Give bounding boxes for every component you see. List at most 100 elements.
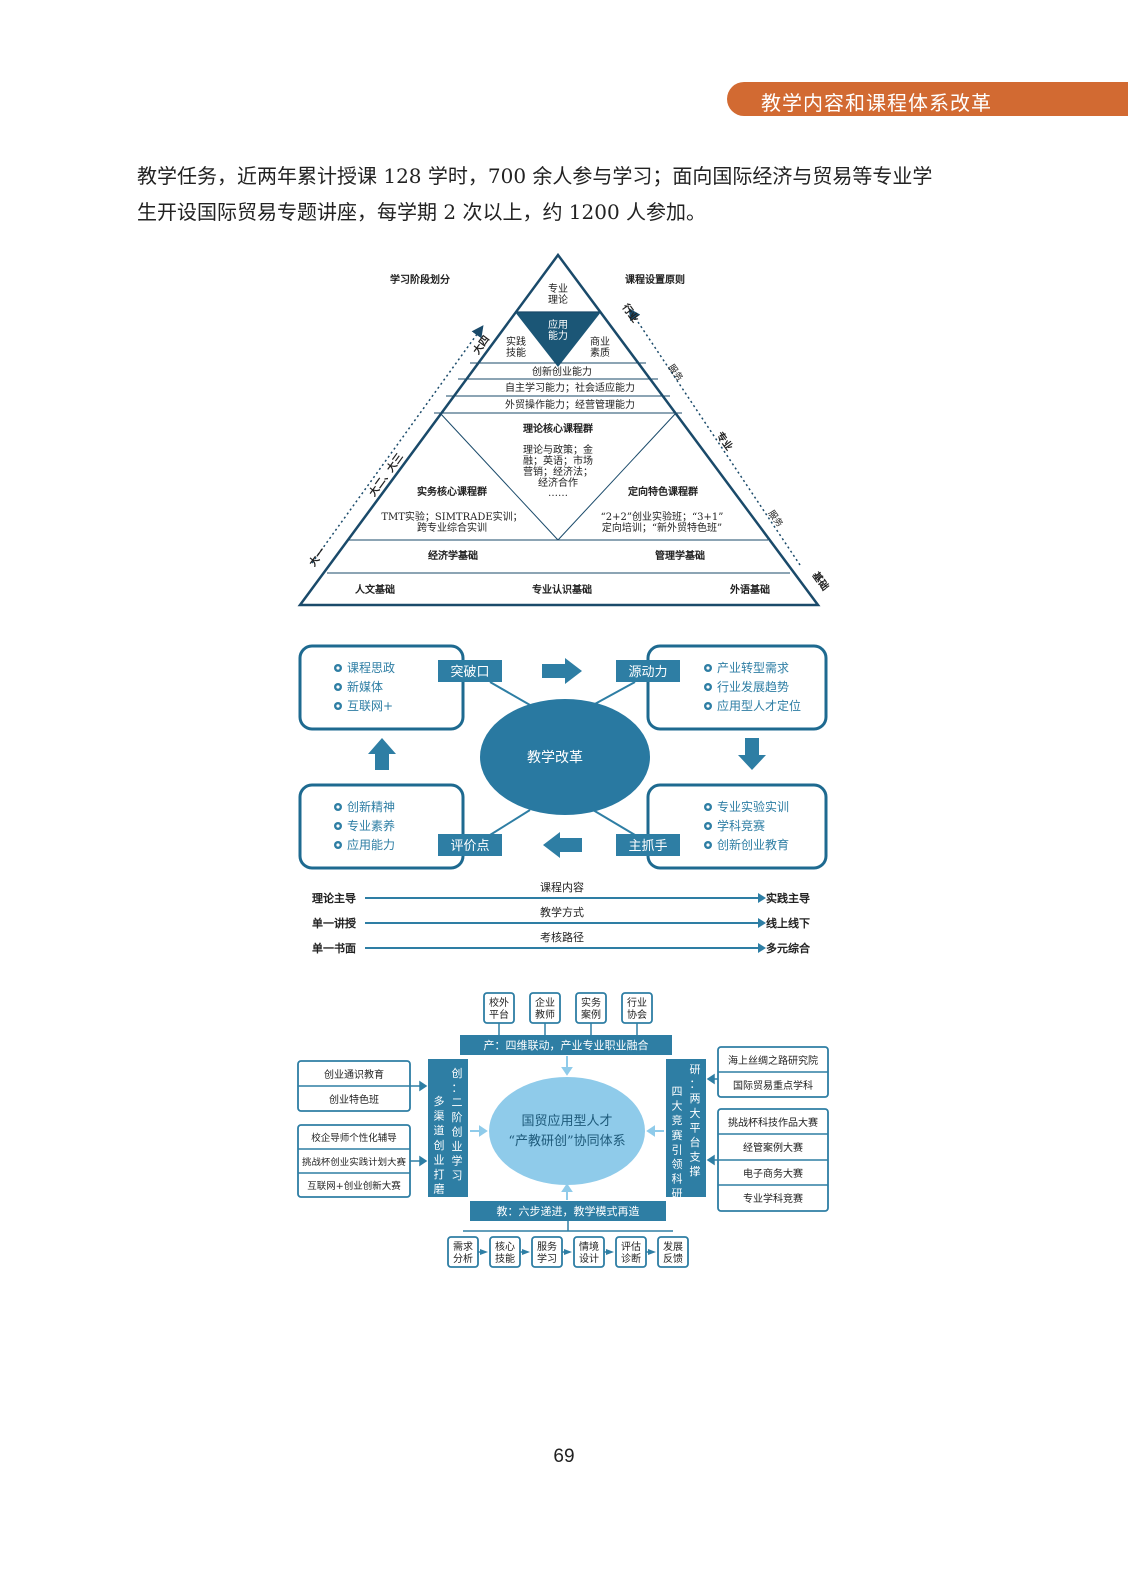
grip-label: 主抓手	[628, 839, 667, 854]
top-box-label: 实务	[581, 996, 601, 1009]
vertical-bar-char: 引	[672, 1142, 683, 1156]
vertical-bar-char: 创	[452, 1067, 463, 1080]
bottom-step-label: 需求	[453, 1241, 473, 1253]
right-side-label: 专业	[714, 429, 736, 453]
innovation-bar	[428, 1059, 468, 1197]
left-sub-1: 实践	[506, 335, 526, 348]
course-pyramid-diagram: 学习阶段划分 课程设置原则 专业 理论 应用 能力 实践 技能 商业 素质 创新…	[297, 252, 832, 607]
vertical-bar-char: 习	[452, 1169, 463, 1182]
axis-left-label: 单一讲授	[312, 916, 357, 930]
right-sub-2: 素质	[590, 346, 610, 359]
vertical-bar-char: 阶	[452, 1110, 463, 1124]
evaluation-tag	[438, 834, 502, 856]
body-text-line-2: 生开设国际贸易专题讲座，每学期 2 次以上，约 1200 人参加。	[137, 200, 707, 224]
vertical-bar-char: 四	[672, 1085, 683, 1098]
bottom-step-label: 诊断	[621, 1252, 641, 1265]
breakthrough-label: 突破口	[450, 664, 489, 680]
evaluation-item: 专业素养	[347, 818, 395, 833]
vertical-bar-char: 业	[434, 1153, 445, 1166]
vertical-bar-char: 磨	[434, 1183, 445, 1196]
left-side-label: 大一	[306, 545, 328, 569]
driver-tag	[616, 660, 680, 682]
bottom-step-label: 情境	[579, 1240, 599, 1253]
breakthrough-tag	[438, 660, 502, 682]
right-group-item: 挑战杯科技作品大赛	[728, 1116, 818, 1129]
vertical-bar-char: 赛	[672, 1128, 683, 1142]
step-arrow-icon	[564, 1249, 572, 1255]
bottom-step-label: 设计	[579, 1252, 599, 1265]
axis-left-label: 理论主导	[312, 891, 356, 905]
vertical-bar-char: 多	[434, 1094, 445, 1108]
breakthrough-item: 课程思政	[347, 660, 395, 675]
band-1: 创新创业能力	[532, 365, 592, 378]
right-side-label: 行业	[619, 300, 642, 325]
axis-middle-label: 考核路径	[540, 930, 584, 944]
top-box-label: 教师	[535, 1008, 555, 1021]
teaching-bar	[470, 1201, 666, 1221]
right-side-label: 服务	[666, 362, 686, 384]
grip-item: 专业实验实训	[717, 799, 789, 814]
vertical-bar-char: 创	[434, 1139, 445, 1152]
step-arrow-icon	[606, 1249, 614, 1255]
vertical-bar-char: 业	[452, 1140, 463, 1153]
top-box-label: 案例	[581, 1008, 601, 1021]
left-group-item: 创业特色班	[329, 1093, 379, 1106]
body-text-line-1: 教学任务，近两年累计授课 128 学时，700 余人参与学习；面向国际经济与贸易…	[137, 164, 933, 188]
bottom-label: 外语基础	[729, 583, 770, 596]
right-side-label: 服务	[766, 508, 786, 530]
vertical-bar-char: 道	[434, 1123, 445, 1137]
bottom-step-label: 反馈	[663, 1252, 683, 1265]
base-right: 管理学基础	[655, 549, 705, 562]
apex-label-1: 专业	[548, 282, 568, 295]
driver-item: 产业转型需求	[717, 660, 789, 675]
vertical-bar-char: 科	[672, 1172, 683, 1186]
top-box-label: 行业	[627, 996, 647, 1009]
reform-center-label: 教学改革	[527, 750, 583, 766]
practice-group-title: 实务核心课程群	[417, 485, 487, 498]
bottom-step-label: 核心	[495, 1240, 515, 1253]
arrow-left-icon	[543, 832, 582, 858]
research-bar	[666, 1059, 706, 1197]
band-2: 自主学习能力；社会适应能力	[505, 381, 635, 394]
axis-right-label: 实践主导	[766, 891, 810, 905]
system-center-line2: “产教研创”协同体系	[508, 1133, 625, 1149]
vertical-bar-char: 平	[690, 1121, 701, 1134]
bottom-step-label: 服务	[537, 1240, 557, 1253]
theory-line: 融；英语；市场	[523, 454, 593, 467]
vertical-bar-char: 竞	[672, 1113, 683, 1127]
bottom-step-label: 发展	[663, 1240, 683, 1253]
right-group-item: 专业学科竞赛	[743, 1192, 803, 1205]
right-side-label: 基础	[809, 568, 832, 593]
collaborative-system-diagram: 校外 平台 企业 教师 实务 案例 行业 协会 产：四维联动，产业专业职业融合 …	[297, 992, 829, 1268]
vertical-bar-char: 大	[690, 1106, 701, 1120]
arrow-down-icon	[738, 738, 766, 770]
page-number: 69	[553, 1446, 575, 1467]
top-box-label: 企业	[535, 996, 555, 1009]
inner-label-1: 应用	[548, 318, 568, 331]
right-sub-1: 商业	[590, 335, 610, 348]
driver-item: 行业发展趋势	[717, 679, 789, 694]
step-arrow-icon	[648, 1249, 656, 1255]
production-bar	[460, 1035, 672, 1055]
step-arrow-icon	[522, 1249, 530, 1255]
breakthrough-item: 互联网+	[347, 699, 393, 713]
vertical-bar-char: 台	[690, 1135, 701, 1149]
vertical-bar-char: 研	[672, 1187, 683, 1200]
axis-right-label: 多元综合	[766, 941, 811, 955]
left-group-item: 互联网+创业创新大赛	[307, 1180, 401, 1192]
evaluation-item: 应用能力	[347, 837, 395, 852]
axis-right-label: 线上线下	[766, 916, 810, 930]
top-box-label: 协会	[627, 1008, 647, 1021]
bottom-step-label: 评估	[621, 1240, 641, 1253]
theory-line: 理论与政策；金	[523, 443, 593, 456]
vertical-bar-char: 领	[672, 1158, 683, 1171]
vertical-bar-char: 大	[672, 1099, 683, 1113]
vertical-bar-char: 创	[452, 1125, 463, 1138]
theory-group-title: 理论核心课程群	[523, 422, 593, 435]
top-box-label: 校外	[489, 996, 509, 1009]
theory-line: ……	[548, 488, 568, 499]
step-arrow-icon	[480, 1249, 488, 1255]
vertical-bar-char: 支	[690, 1151, 701, 1164]
arrow-up-icon	[368, 738, 396, 770]
directional-line: 定向培训；“新外贸特色班”	[602, 521, 722, 534]
